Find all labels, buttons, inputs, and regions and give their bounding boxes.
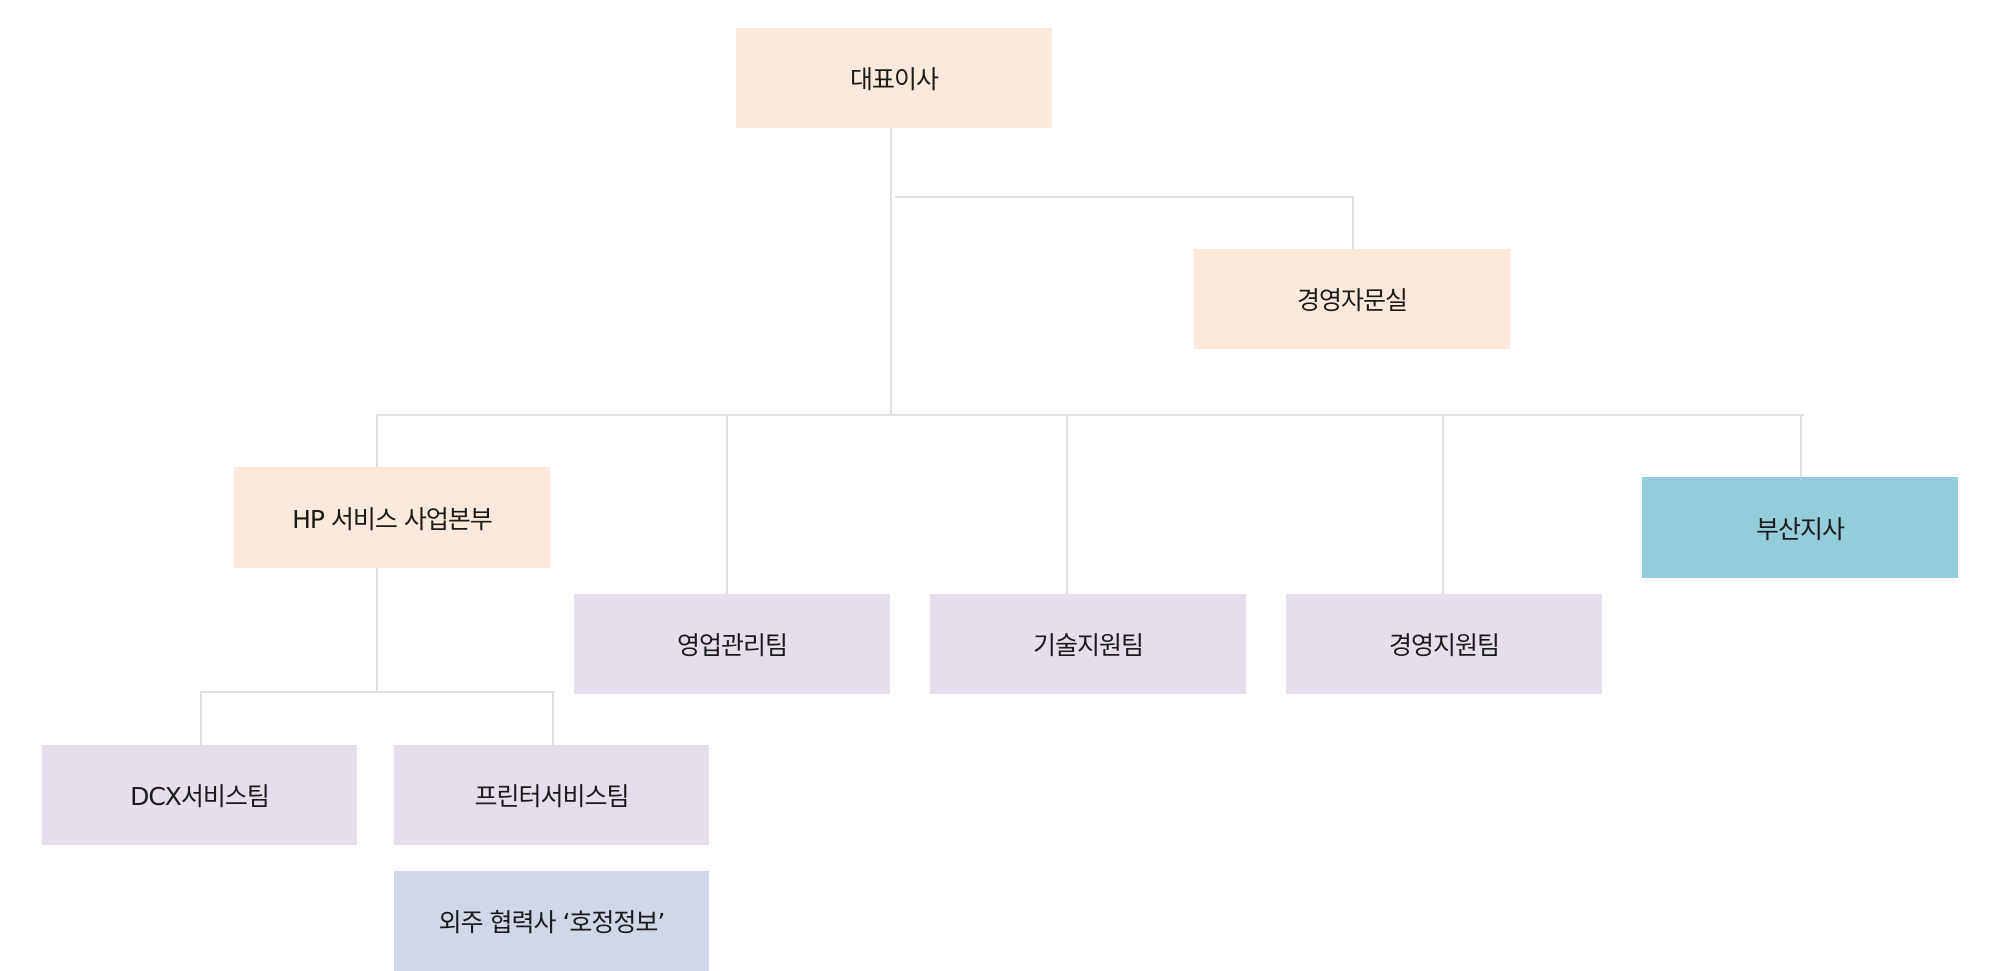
connector-line — [376, 414, 1804, 416]
connector-line — [895, 196, 1354, 198]
connector-line — [552, 691, 554, 745]
connector-line — [200, 691, 555, 693]
node-management-team: 경영지원팀 — [1286, 594, 1602, 694]
node-label: HP 서비스 사업본부 — [292, 504, 493, 534]
node-ceo: 대표이사 — [736, 28, 1052, 128]
node-label: 프린터서비스팀 — [474, 782, 629, 811]
connector-line — [200, 691, 202, 745]
node-label: 경영지원팀 — [1388, 631, 1500, 660]
connector-line — [1352, 196, 1354, 249]
node-sales-team: 영업관리팀 — [574, 594, 890, 694]
node-label: 부산지사 — [1755, 514, 1845, 544]
node-label: 외주 협력사 ‘호정정보’ — [438, 908, 666, 937]
node-advisory: 경영자문실 — [1194, 249, 1510, 349]
node-partner: 외주 협력사 ‘호정정보’ — [394, 871, 709, 971]
node-printer-team: 프린터서비스팀 — [394, 745, 709, 845]
node-busan-branch: 부산지사 — [1642, 477, 1958, 578]
node-tech-team: 기술지원팀 — [930, 594, 1246, 694]
connector-line — [1800, 414, 1802, 477]
connector-line — [1066, 414, 1068, 594]
node-label: 기술지원팀 — [1032, 631, 1144, 660]
node-label: DCX서비스팀 — [130, 782, 270, 811]
connector-line — [1442, 414, 1444, 594]
connector-line — [376, 414, 378, 467]
connector-line — [376, 568, 378, 692]
connector-line — [890, 128, 892, 416]
node-label: 경영자문실 — [1296, 286, 1408, 315]
node-label: 영업관리팀 — [676, 631, 788, 660]
connector-line — [726, 414, 728, 594]
node-hp-division: HP 서비스 사업본부 — [234, 467, 550, 568]
node-label: 대표이사 — [849, 65, 939, 94]
node-dcx-team: DCX서비스팀 — [42, 745, 357, 845]
